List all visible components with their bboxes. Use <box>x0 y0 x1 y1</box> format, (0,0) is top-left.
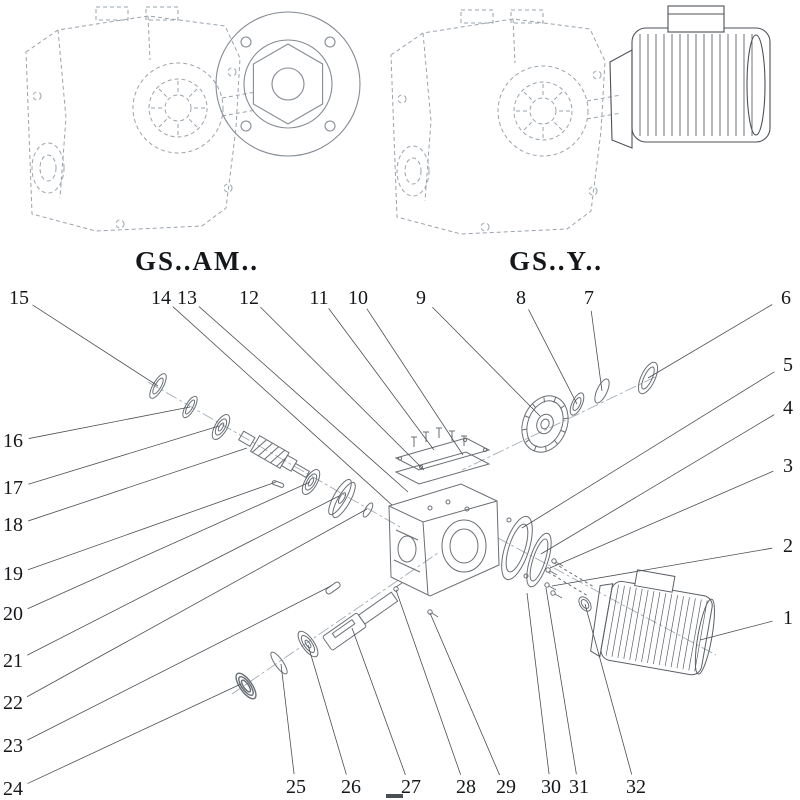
leader-line-25 <box>280 663 295 775</box>
leader-line-7 <box>590 310 603 392</box>
flange-bolts <box>544 558 595 599</box>
leader-line-1 <box>699 620 773 641</box>
leader-line-8 <box>528 309 578 405</box>
product-drawing-y <box>390 5 771 235</box>
leader-line-12 <box>260 306 425 471</box>
shaft-pin <box>271 480 285 488</box>
output-seal-washer <box>235 672 257 700</box>
circlip <box>594 378 610 404</box>
gear-housing <box>388 483 500 597</box>
cover-screws <box>411 427 467 447</box>
output-bearing <box>297 630 319 658</box>
leader-line-29 <box>429 612 500 776</box>
leader-line-15 <box>32 304 159 387</box>
shaft-bolt-upper <box>393 582 403 592</box>
housing-bolt-lower <box>427 609 439 618</box>
leader-line-27 <box>351 627 406 775</box>
shaft-key <box>325 581 341 595</box>
worm-shaft <box>238 430 311 479</box>
leader-line-14 <box>172 306 393 506</box>
leader-line-19 <box>27 481 277 571</box>
leader-line-13 <box>198 306 409 493</box>
assembly-axes <box>147 376 717 695</box>
motor-exploded <box>590 569 715 676</box>
cover-gasket <box>394 451 491 485</box>
leader-line-22 <box>26 508 368 698</box>
leader-line-24 <box>27 683 242 784</box>
motor-pinion <box>578 596 592 612</box>
leader-line-10 <box>366 308 464 456</box>
flange-gasket <box>526 532 552 588</box>
leader-line-6 <box>647 304 773 379</box>
leader-line-2 <box>551 547 773 587</box>
bearing-front <box>211 414 231 440</box>
product-drawing-am <box>25 6 361 232</box>
motor-drawing <box>609 5 771 149</box>
bearing-rear <box>301 469 321 495</box>
leader-line-31 <box>545 587 577 775</box>
leader-line-4 <box>540 414 775 555</box>
product-label-am: GS..AM.. <box>135 246 259 276</box>
washer-disc <box>328 478 356 519</box>
exploded-view <box>147 361 717 700</box>
housing-cover <box>394 437 491 471</box>
leader-line-21 <box>27 495 340 656</box>
leader-lines <box>26 304 775 784</box>
output-gear <box>521 395 569 453</box>
leader-line-23 <box>27 585 332 741</box>
output-snap-ring <box>270 651 288 675</box>
leader-line-32 <box>584 603 633 775</box>
leader-line-5 <box>521 371 775 529</box>
leader-line-20 <box>27 481 311 610</box>
leader-line-28 <box>395 589 462 775</box>
leader-line-30 <box>526 592 550 775</box>
output-shaft <box>322 591 399 651</box>
retaining-ring <box>182 395 198 419</box>
leader-line-3 <box>549 470 774 569</box>
bottom-edge-mark <box>386 794 403 798</box>
leader-line-26 <box>307 644 347 775</box>
spacer-ring <box>637 361 659 395</box>
small-ring <box>362 502 374 518</box>
leader-line-18 <box>28 447 248 522</box>
product-label-y: GS..Y.. <box>508 246 604 276</box>
leader-line-9 <box>432 306 541 417</box>
leader-line-17 <box>28 425 220 485</box>
output-flange <box>501 515 533 581</box>
input-flange <box>215 11 361 157</box>
leader-line-16 <box>28 406 191 439</box>
gear-washer <box>569 392 585 416</box>
leader-line-11 <box>328 308 435 451</box>
